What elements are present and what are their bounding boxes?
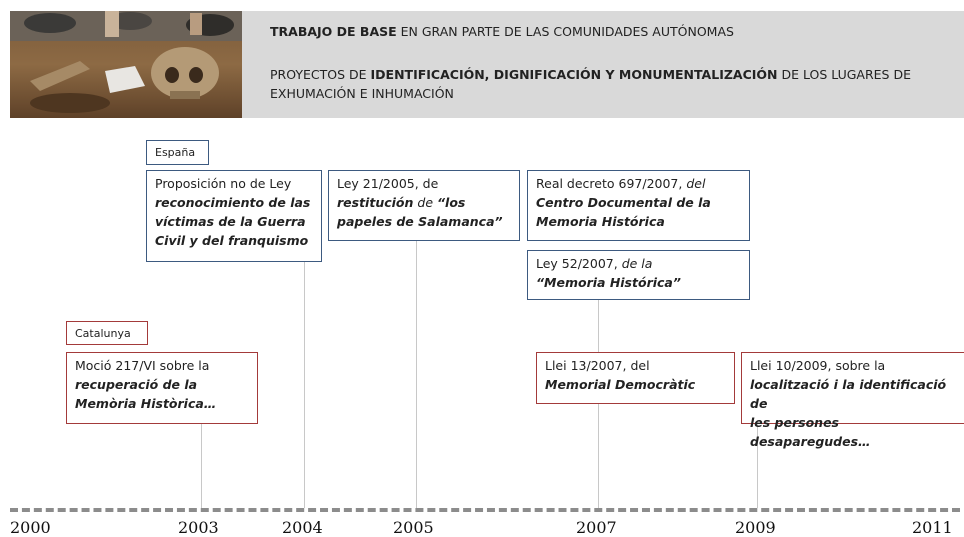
year-label: 2000 bbox=[10, 518, 51, 537]
header-line-3: EXHUMACIÓN E INHUMACIÓN bbox=[270, 86, 454, 101]
box-ley-52-2007: Ley 52/2007, de la “Memoria Histórica” bbox=[527, 250, 750, 300]
header-line-2: PROYECTOS DE IDENTIFICACIÓN, DIGNIFICACI… bbox=[270, 67, 911, 82]
year-label: 2011 bbox=[912, 518, 953, 537]
label-espana: España bbox=[146, 140, 209, 165]
box-mocio-217-vi: Moció 217/VI sobre la recuperació de la … bbox=[66, 352, 258, 424]
box-llei-13-2007: Llei 13/2007, del Memorial Democràtic bbox=[536, 352, 735, 404]
timeline-axis bbox=[10, 508, 960, 512]
connector-2003 bbox=[201, 424, 202, 508]
year-label: 2005 bbox=[393, 518, 434, 537]
connector-2009 bbox=[757, 424, 758, 508]
connector-2004 bbox=[304, 262, 305, 508]
header-line-1: TRABAJO DE BASE EN GRAN PARTE DE LAS COM… bbox=[270, 24, 734, 39]
connector-2005 bbox=[416, 241, 417, 508]
label-catalunya: Catalunya bbox=[66, 321, 148, 345]
connector-2007 bbox=[598, 300, 599, 508]
box-llei-10-2009: Llei 10/2009, sobre la localització i la… bbox=[741, 352, 964, 449]
year-label: 2007 bbox=[576, 518, 617, 537]
year-label: 2003 bbox=[178, 518, 219, 537]
box-ley-21-2005: Ley 21/2005, de restitución de “los pape… bbox=[328, 170, 520, 241]
year-label: 2004 bbox=[282, 518, 323, 537]
excavation-photo bbox=[10, 11, 242, 118]
year-label: 2009 bbox=[735, 518, 776, 537]
box-proposicion-no-de-ley: Proposición no de Ley reconocimiento de … bbox=[146, 170, 322, 262]
box-real-decreto-697-2007: Real decreto 697/2007, del Centro Docume… bbox=[527, 170, 750, 241]
